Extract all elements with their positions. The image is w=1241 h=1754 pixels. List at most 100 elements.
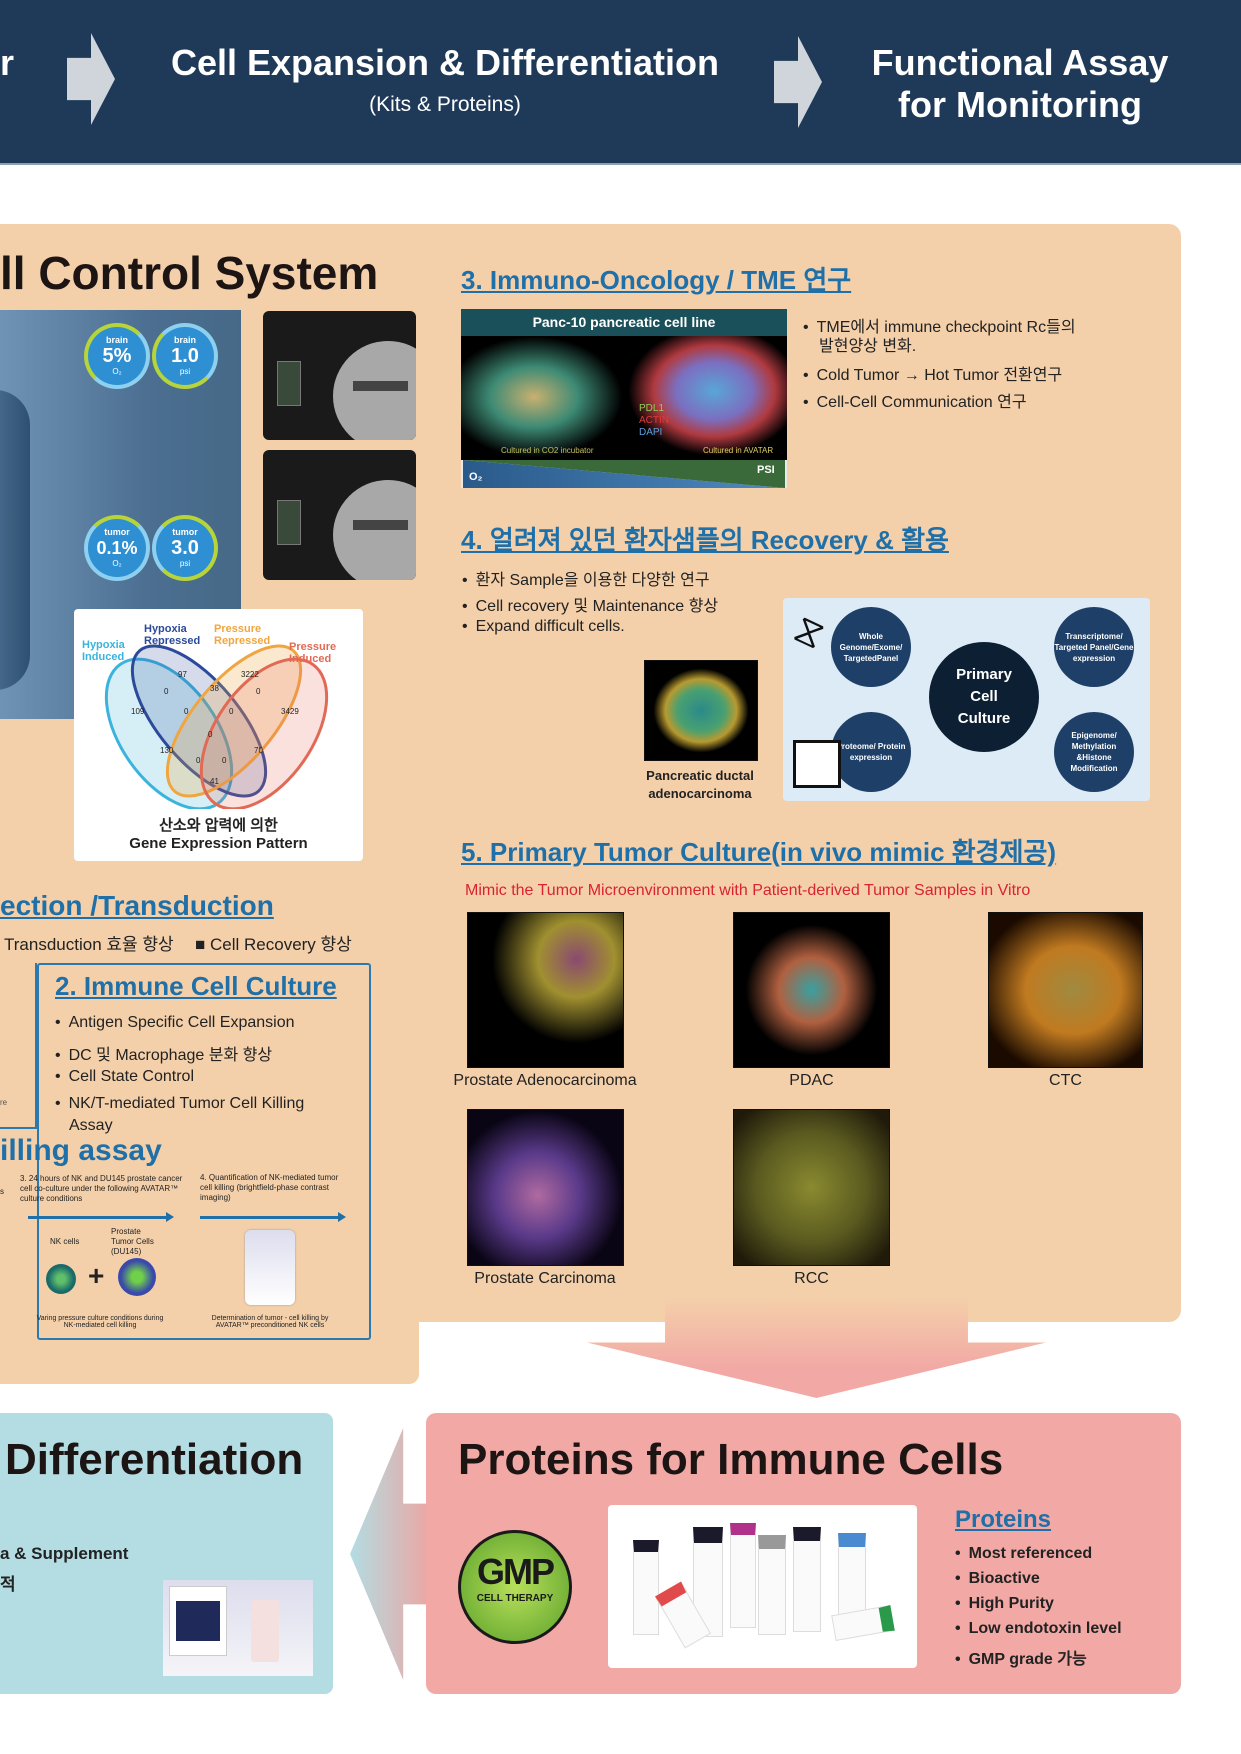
image-caption: PDAC — [789, 1072, 834, 1089]
immune-bullet: DC 및 Macrophage 분화 향상 — [55, 1041, 272, 1065]
venn-value: 0 — [229, 707, 234, 716]
image-caption: Prostate Carcinoma — [474, 1270, 616, 1287]
image-caption: RCC — [794, 1270, 829, 1287]
left-fragment-text: re — [0, 1098, 8, 1107]
assay-step-4: 4. Quantification of NK-mediated tumor c… — [200, 1173, 339, 1202]
io-bullet-cont: 발현양상 변화. — [819, 338, 917, 355]
immune-bullet: Antigen Specific Cell Expansion — [55, 1014, 295, 1032]
header-left-fragment: r — [0, 42, 15, 83]
transfection-title: ection /Transduction — [0, 890, 274, 921]
header-right-line1: Functional Assay — [871, 42, 1169, 83]
immune-cell-culture-box — [37, 963, 371, 1340]
primary-tumor-subtitle: Mimic the Tumor Microenvironment with Pa… — [465, 882, 1031, 899]
venn-value: 3222 — [241, 670, 259, 679]
header-banner: r Cell Expansion & Differentiation (Kits… — [0, 0, 1241, 165]
recovery-title: 4. 얼려져 있던 환자샘플의 Recovery & 활용 — [461, 525, 949, 555]
protein-feature: Bioactive — [955, 1570, 1040, 1588]
immuno-oncology-title: 3. Immuno-Oncology / TME 연구 — [461, 265, 852, 295]
protein-vials-image — [608, 1505, 917, 1668]
gmp-cell-therapy-logo: GMP CELL THERAPY — [458, 1530, 572, 1644]
recovery-bullet: Expand difficult cells. — [462, 618, 625, 636]
venn-value: 130 — [160, 746, 174, 755]
transfection-box-edge — [0, 963, 37, 1129]
left-fragment-text: s — [0, 1187, 4, 1196]
pancreatic-caption-1: Pancreatic ductal — [646, 768, 754, 783]
arrow-right-icon — [67, 33, 115, 125]
assay-caption-3: Varing pressure culture conditions durin… — [36, 1315, 164, 1329]
venn-value: 97 — [178, 670, 187, 679]
protein-feature: High Purity — [955, 1595, 1054, 1613]
avatar-caption: Cultured in AVATAR — [703, 446, 774, 455]
venn-value: 109 — [131, 707, 145, 716]
avatar-culture-image — [625, 336, 787, 458]
venn-value: 0 — [208, 730, 213, 739]
transcriptome-bubble: Transcriptome/ Targeted Panel/Gene expre… — [1054, 607, 1134, 687]
control-system-title: ll Control System — [0, 247, 379, 299]
transfection-bullet: Transduction 효율 향상 — [4, 935, 174, 954]
nk-cells-label: NK cells — [50, 1237, 80, 1246]
header-center-sub: (Kits & Proteins) — [369, 93, 521, 116]
research-panel-left — [0, 1300, 419, 1384]
pdac-image — [733, 912, 890, 1068]
venn-value: 0 — [164, 687, 169, 696]
assay-caption-4: Determination of tumor - cell killing by… — [211, 1315, 329, 1329]
header-center-title: Cell Expansion & Differentiation — [170, 42, 720, 83]
microscope-image — [245, 1230, 295, 1305]
immune-bullet: Cell State Control — [55, 1068, 194, 1086]
genome-bubble: Whole Genome/Exome/ TargetedPanel — [831, 607, 911, 687]
tumor-cells-label: Prostate Tumor Cells (DU145) — [111, 1227, 154, 1256]
arrow-line — [28, 1216, 168, 1219]
arrow-line — [200, 1216, 340, 1219]
incubator-image — [263, 311, 416, 440]
venn-label-hypoxia-induced: Hypoxia Induced — [82, 639, 125, 663]
co2-incubator-image — [461, 336, 623, 458]
prostate-carcinoma-image — [467, 1109, 624, 1266]
differentiation-line2: 적 — [0, 1575, 16, 1594]
pancreatic-ductal-image — [644, 660, 758, 761]
venn-value: 0 — [222, 756, 227, 765]
immune-bullet-cont: Assay — [69, 1117, 113, 1134]
proteins-title: Proteins for Immune Cells — [458, 1435, 1004, 1484]
image-caption: CTC — [1049, 1072, 1082, 1089]
tumor-cells-icon — [118, 1258, 156, 1296]
arrow-head-icon — [166, 1212, 174, 1222]
kit-product-image — [163, 1580, 313, 1676]
left-arrow-icon — [350, 1428, 426, 1680]
proteins-subtitle: Proteins — [955, 1506, 1052, 1533]
differentiation-line1: a & Supplement — [0, 1544, 129, 1563]
venn-label-pressure-induced: Pressure Induced — [289, 641, 337, 665]
venn-value: 3429 — [281, 707, 299, 716]
differentiation-title: Differentiation — [5, 1435, 304, 1484]
venn-value: 0 — [256, 687, 261, 696]
venn-label-pressure-repressed: Pressure Repressed — [214, 623, 271, 647]
protein-structure-icon — [793, 740, 841, 788]
venn-value: 41 — [210, 777, 219, 786]
dna-icon: ⧖ — [787, 606, 832, 658]
assay-step-3: 3. 24 hours of NK and DU145 prostate can… — [20, 1174, 183, 1203]
nk-cells-icon — [46, 1264, 76, 1294]
protein-feature: GMP grade 가능 — [955, 1645, 1087, 1669]
venn-caption-ko: 산소와 압력에 의한 — [159, 817, 278, 834]
omics-diagram: ⧖ Whole Genome/Exome/ TargetedPanel Tran… — [783, 598, 1150, 801]
header-right-line2: for Monitoring — [898, 84, 1142, 125]
venn-caption-en: Gene Expression Pattern — [129, 835, 308, 852]
co2-caption: Cultured in CO2 incubator — [501, 446, 594, 455]
body-silhouette — [0, 390, 30, 690]
o2-label: O₂ — [469, 471, 483, 483]
venn-diagram-card: Hypoxia Induced Hypoxia Repressed Pressu… — [74, 609, 363, 861]
pancreatic-caption-2: adenocarcinoma — [648, 786, 752, 801]
recovery-bullet: 환자 Sample을 이용한 다양한 연구 — [462, 566, 710, 590]
protein-feature: Most referenced — [955, 1545, 1093, 1563]
psi-label: PSI — [757, 464, 775, 476]
protein-feature: Low endotoxin level — [955, 1620, 1122, 1638]
venn-value: 0 — [184, 707, 189, 716]
panc10-figure-title: Panc-10 pancreatic cell line — [461, 309, 787, 336]
ctc-image — [988, 912, 1143, 1068]
plus-sign: + — [88, 1260, 105, 1291]
image-caption: Prostate Adenocarcinoma — [453, 1072, 637, 1089]
